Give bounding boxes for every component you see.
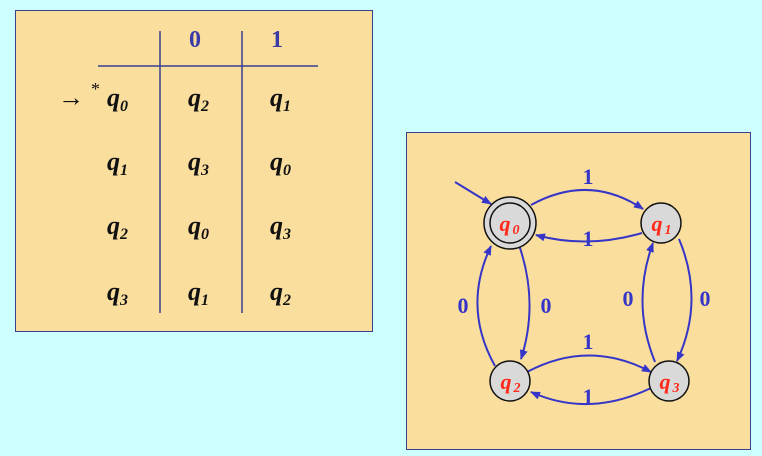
cell-q3-on-1: q2	[270, 277, 291, 309]
cell-q0-on-0: q2	[188, 83, 209, 115]
cell-q3-on-0: q1	[188, 277, 209, 309]
row-state-q1: q1	[107, 147, 128, 179]
edge-q0-q1	[530, 189, 644, 210]
cell-q1-on-1: q0	[270, 147, 291, 179]
svg-text:q: q	[500, 211, 511, 236]
svg-text:q: q	[652, 211, 663, 236]
edge-q3-q2	[530, 387, 652, 405]
edge-q3-q1	[641, 242, 656, 363]
diagram-canvas: 1 1 1 1 0 0 0 0 q 0 q 1 q 2 q 3	[454, 164, 711, 409]
label-q3-q1: 0	[623, 286, 634, 311]
start-arrow: →	[58, 83, 84, 112]
table-grid-lines	[98, 31, 318, 313]
state-q3: q 3	[648, 360, 690, 402]
svg-text:q: q	[501, 369, 512, 394]
svg-text:0: 0	[513, 223, 520, 238]
label-q0-q1: 1	[583, 164, 594, 189]
svg-text:3: 3	[672, 381, 680, 396]
row-state-q3: q3	[107, 277, 128, 309]
label-q0-q2: 0	[541, 293, 552, 318]
state-q1: q 1	[640, 202, 682, 244]
cell-q0-on-1: q1	[270, 83, 291, 115]
label-q1-q0: 1	[583, 226, 594, 251]
column-header-1: 1	[271, 27, 283, 53]
column-header-0: 0	[189, 27, 201, 53]
state-q0: q 0	[483, 196, 537, 250]
label-q3-q2: 1	[583, 384, 594, 409]
label-q2-q3: 1	[583, 329, 594, 354]
edge-q1-q3	[676, 238, 693, 362]
svg-text:2: 2	[513, 381, 521, 396]
cell-q2-on-1: q3	[270, 211, 291, 243]
edge-q2-q3	[526, 354, 652, 373]
label-q1-q3: 0	[700, 286, 711, 311]
cell-q2-on-0: q0	[188, 211, 209, 243]
label-q2-q0: 0	[458, 293, 469, 318]
cell-q1-on-0: q3	[188, 147, 209, 179]
svg-text:q: q	[660, 369, 671, 394]
state-q2: q 2	[489, 360, 531, 402]
start-arrow-edge	[454, 181, 492, 205]
accept-star: *	[91, 79, 100, 99]
edge-q2-q0	[476, 245, 496, 367]
edge-q0-q2	[518, 244, 531, 360]
edge-q1-q0	[535, 232, 643, 243]
row-state-q0: q0	[107, 83, 128, 115]
svg-text:1: 1	[665, 223, 672, 238]
row-state-q2: q2	[107, 211, 128, 243]
transition-table: 0 1 → * q0 q2 q1 q1 q3 q0 q2 q0 q3 q3 q1…	[15, 10, 373, 332]
state-diagram: 1 1 1 1 0 0 0 0 q 0 q 1 q 2 q 3	[406, 132, 751, 450]
